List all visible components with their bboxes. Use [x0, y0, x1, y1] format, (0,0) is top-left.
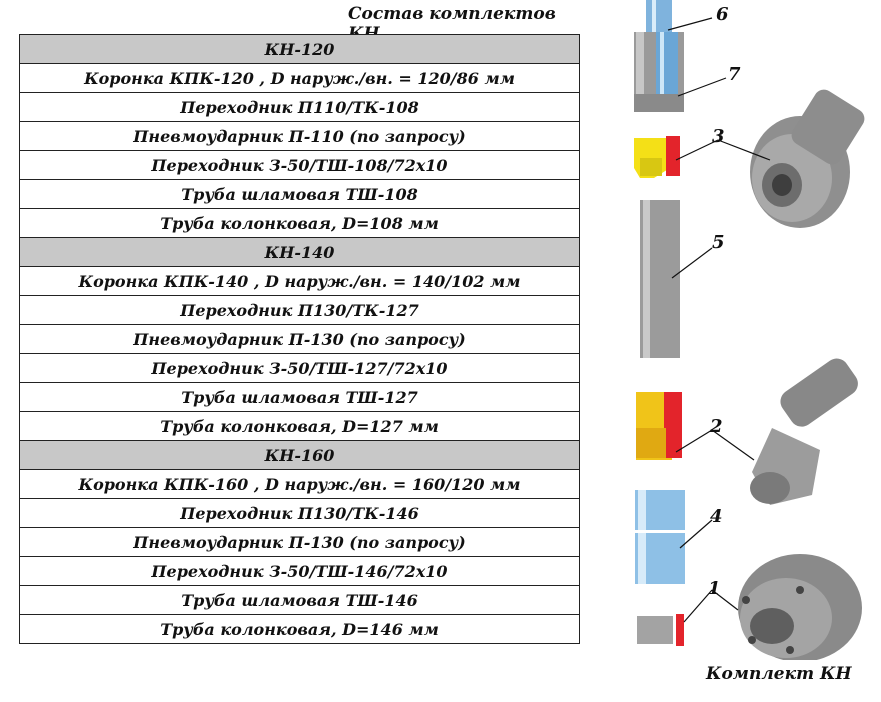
group-title: КН-140: [19, 237, 580, 267]
table-row: Труба шламовая ТШ-127: [19, 382, 580, 412]
table-row: Пневмоударник П-130 (по запросу): [19, 527, 580, 557]
table-row: Труба шламовая ТШ-146: [19, 585, 580, 615]
kit-components-illustration: 6 7 3 5 2 4 1: [634, 0, 865, 660]
item-cell: Пневмоударник П-130 (по запросу): [19, 527, 580, 557]
drill-adapter-icon: [750, 358, 858, 505]
table-row: Коронка КПК-120 , D наруж./вн. = 120/86 …: [19, 63, 580, 93]
leader-lines: [667, 17, 771, 623]
item-cell: Переходник З-50/ТШ-127/72х10: [19, 353, 580, 383]
table-row: Коронка КПК-160 , D наруж./вн. = 160/120…: [19, 469, 580, 499]
table-row: Пневмоударник П-110 (по запросу): [19, 121, 580, 151]
table-row: Труба колонковая, D=146 мм: [19, 614, 580, 644]
callout-number: 2: [709, 416, 723, 437]
table-row: Переходник П130/ТК-127: [19, 295, 580, 325]
group-header-row: КН-160: [19, 440, 580, 470]
table-row: Пневмоударник П-130 (по запросу): [19, 324, 580, 354]
callout-number: 1: [708, 578, 721, 599]
group-header-row: КН-120: [19, 34, 580, 64]
core-pipe-icon: [635, 490, 685, 584]
table-row: Коронка КПК-140 , D наруж./вн. = 140/102…: [19, 266, 580, 296]
group-title: КН-120: [19, 34, 580, 64]
callout-number: 3: [712, 126, 725, 147]
adapter-z50-icon: [634, 136, 680, 178]
item-cell: Коронка КПК-160 , D наруж./вн. = 160/120…: [19, 469, 580, 499]
illustration-caption: Комплект КН: [706, 664, 852, 684]
item-cell: Труба колонковая, D=146 мм: [19, 614, 580, 644]
callout-number: 6: [716, 4, 729, 25]
table-row: Переходник З-50/ТШ-108/72х10: [19, 150, 580, 180]
group-header-row: КН-140: [19, 237, 580, 267]
item-cell: Коронка КПК-140 , D наруж./вн. = 140/102…: [19, 266, 580, 296]
item-cell: Переходник П130/ТК-127: [19, 295, 580, 325]
table-row: Переходник П110/ТК-108: [19, 92, 580, 122]
item-cell: Пневмоударник П-110 (по запросу): [19, 121, 580, 151]
item-cell: Труба шламовая ТШ-108: [19, 179, 580, 209]
item-cell: Труба шламовая ТШ-127: [19, 382, 580, 412]
hammer-adapter-icon: [636, 392, 682, 460]
callout-number: 5: [712, 232, 725, 253]
column-pipe-icon: [640, 200, 680, 358]
table-row: Переходник З-50/ТШ-146/72х10: [19, 556, 580, 586]
table-row: Переходник З-50/ТШ-127/72х10: [19, 353, 580, 383]
item-cell: Пневмоударник П-130 (по запросу): [19, 324, 580, 354]
callout-number: 4: [710, 506, 723, 527]
kit-composition-table: КН-120 Коронка КПК-120 , D наруж./вн. = …: [19, 34, 580, 644]
threaded-connector-icon: [750, 89, 865, 228]
sludge-pipe-adapter-icon: [634, 0, 684, 112]
drill-crown-icon: [738, 554, 862, 660]
item-cell: Переходник З-50/ТШ-146/72х10: [19, 556, 580, 586]
item-cell: Коронка КПК-120 , D наруж./вн. = 120/86 …: [19, 63, 580, 93]
item-cell: Переходник З-50/ТШ-108/72х10: [19, 150, 580, 180]
table-row: Переходник П130/ТК-146: [19, 498, 580, 528]
item-cell: Труба шламовая ТШ-146: [19, 585, 580, 615]
group-title: КН-160: [19, 440, 580, 470]
item-cell: Переходник П110/ТК-108: [19, 92, 580, 122]
table-row: Труба колонковая, D=108 мм: [19, 208, 580, 238]
item-cell: Труба колонковая, D=108 мм: [19, 208, 580, 238]
table-row: Труба шламовая ТШ-108: [19, 179, 580, 209]
table-row: Труба колонковая, D=127 мм: [19, 411, 580, 441]
item-cell: Труба колонковая, D=127 мм: [19, 411, 580, 441]
drill-crown-small-icon: [637, 614, 684, 646]
item-cell: Переходник П130/ТК-146: [19, 498, 580, 528]
callout-number: 7: [728, 64, 741, 85]
